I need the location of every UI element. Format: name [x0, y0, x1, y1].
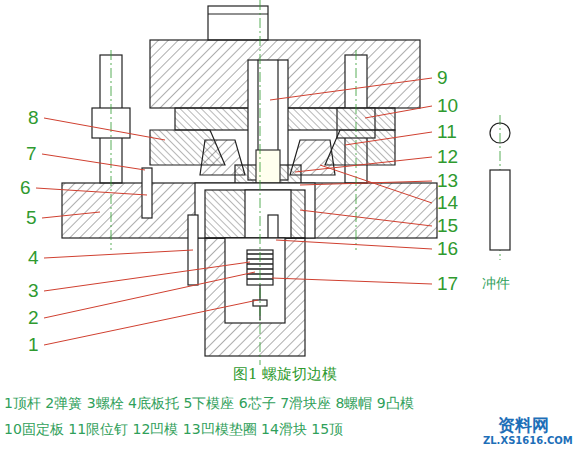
- parts-list: 1顶杆 2弹簧 3螺栓 4底板托 5下模座 6芯子 7滑块座 8螺帽 9凸模: [4, 396, 414, 411]
- callout-number: 17: [437, 274, 458, 295]
- watermark: 资料网: [498, 416, 549, 435]
- callout-number: 9: [437, 68, 448, 89]
- callout-number: 7: [26, 144, 37, 165]
- callout-number: 16: [437, 239, 458, 260]
- callout-number: 15: [437, 216, 458, 237]
- figure-caption: 图1 螺旋切边模: [233, 366, 337, 383]
- callout-number: 11: [437, 122, 457, 143]
- callout-number: 12: [437, 147, 458, 168]
- callout-number: 8: [28, 108, 39, 129]
- watermark: ZL.XS1616.COM: [483, 435, 573, 446]
- callout-number: 14: [437, 193, 458, 214]
- callout-number: 3: [28, 281, 39, 302]
- callout-number: 2: [28, 308, 39, 329]
- callout-number: 6: [20, 178, 31, 199]
- parts-list: 10固定板 11限位钉 12凹模 13凹模垫圈 14滑块 15顶: [4, 422, 343, 437]
- part-label: 冲件: [482, 276, 510, 291]
- callout-number: 4: [28, 248, 39, 269]
- callout-number: 1: [28, 335, 39, 356]
- callout-number: 10: [437, 96, 458, 117]
- callout-number: 13: [437, 171, 458, 192]
- callout-number: 5: [26, 208, 37, 229]
